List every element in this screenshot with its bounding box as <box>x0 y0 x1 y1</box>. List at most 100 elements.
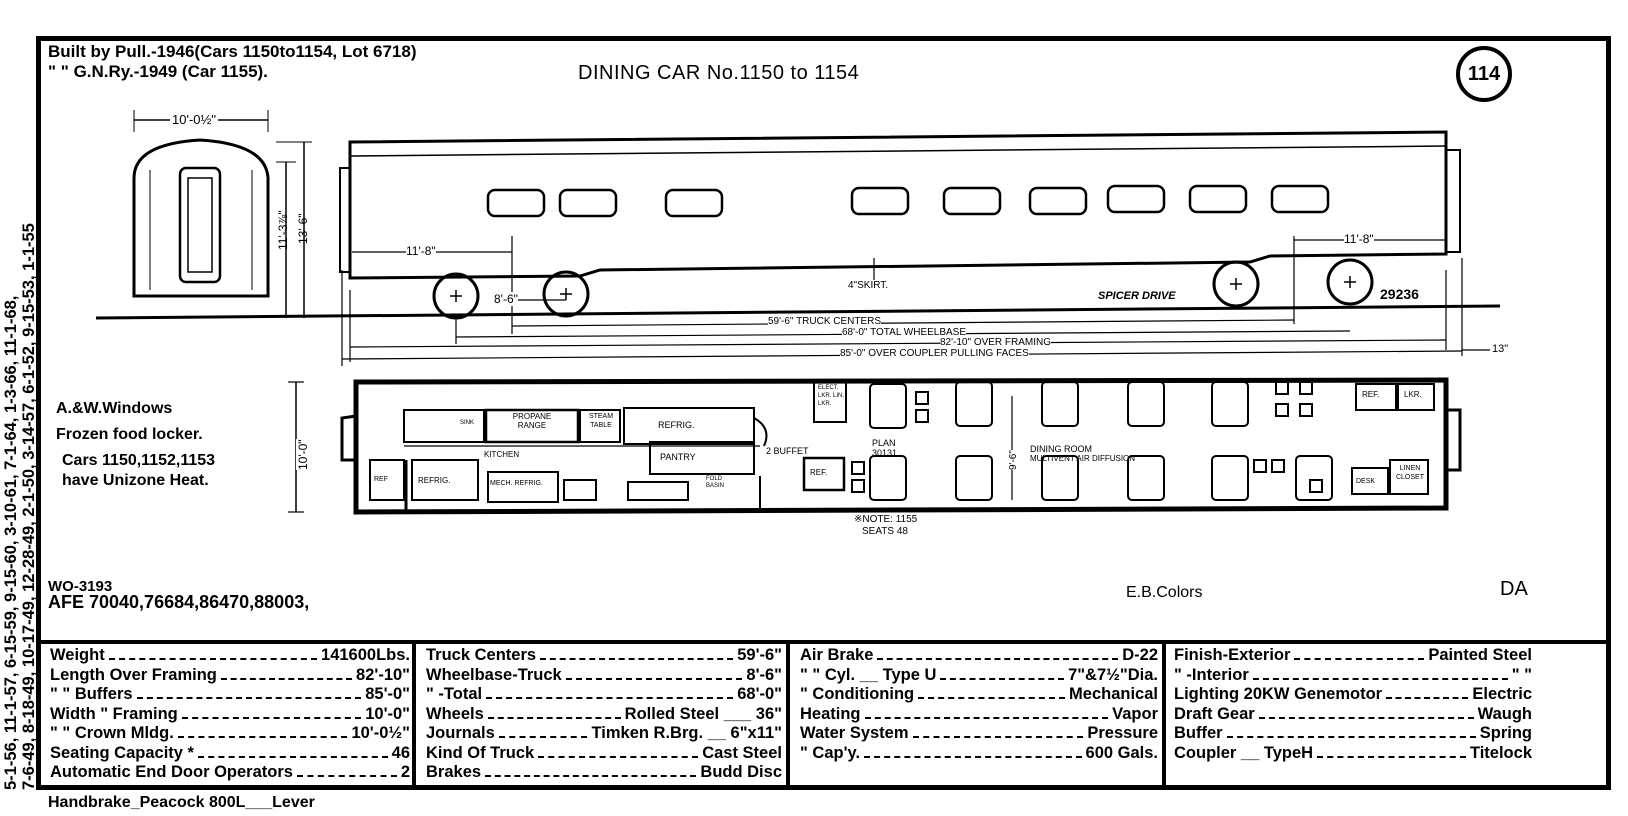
propane-range-label: PROPANE RANGE <box>512 412 552 430</box>
spec-label: " " Cyl. __ Type U <box>800 665 937 684</box>
spec-leader <box>1317 755 1466 758</box>
spec-value: Pressure <box>1087 724 1158 742</box>
spec-label: Weight <box>50 646 105 664</box>
spec-value: Spring <box>1479 724 1532 742</box>
spec-value: Cast Steel <box>702 743 782 762</box>
spec-leader <box>940 677 1065 680</box>
sheet-number-badge: 114 <box>1456 46 1512 102</box>
pantry-label: PANTRY <box>660 452 696 462</box>
spec-label: Buffer <box>1174 724 1223 742</box>
note-cars: Cars 1150,1152,1153 <box>62 452 216 469</box>
spec-leader <box>486 697 734 699</box>
spec-value: 7"&7½"Dia. <box>1068 665 1158 684</box>
spec-label: Heating <box>800 704 861 723</box>
spec-leader <box>565 677 743 680</box>
spec-leader <box>487 716 621 719</box>
spec-label: Wheels <box>426 704 484 723</box>
spec-value: Rolled Steel ___ 36" <box>624 704 782 723</box>
spec-label: Automatic End Door Operators <box>50 763 293 781</box>
spec-row: Draft Gear Waugh <box>1174 705 1532 724</box>
spec-leader <box>864 755 1082 758</box>
overhang-dimension: 13" <box>1492 343 1509 355</box>
spec-column-4: Finish-Exterior Painted Steel " -Interior"… <box>1168 646 1532 786</box>
spec-label: " " Crown Mldg. <box>50 724 174 742</box>
plan-inner-width: 9'-6" <box>1008 450 1019 470</box>
spec-label: " Cap'y. <box>800 743 861 762</box>
end-view-door <box>178 166 222 284</box>
fold-basin-label: FOLD BASIN <box>706 476 725 489</box>
spec-leader <box>1386 697 1469 699</box>
spec-leader <box>918 697 1066 699</box>
spec-label: Wheelbase-Truck <box>426 665 562 684</box>
floor-plan-outline <box>353 377 1449 515</box>
spec-value: Mechanical <box>1069 685 1158 703</box>
end-view-height-1: 11'-3⅞" <box>276 210 290 250</box>
spec-leader <box>177 736 348 738</box>
spec-label: Lighting 20KW Genemotor <box>1174 685 1383 703</box>
spec-leader <box>540 658 734 660</box>
end-view-outline <box>132 138 270 298</box>
spec-leader <box>864 716 1109 719</box>
spec-leader <box>296 775 397 777</box>
lkr-right-label: LKR. <box>1404 390 1422 399</box>
spec-row: " -Interior" " <box>1174 666 1532 685</box>
drawing-number: 29236 <box>1380 286 1419 302</box>
spec-value: 600 Gals. <box>1085 743 1158 762</box>
spec-value: D-22 <box>1122 646 1158 664</box>
spec-row: Automatic End Door Operators 2 <box>50 763 410 782</box>
spec-label: Draft Gear <box>1174 704 1255 723</box>
spec-row: Seating Capacity *46 <box>50 744 410 763</box>
spec-value: 68'-0" <box>737 685 782 703</box>
spec-value: Painted Steel <box>1428 646 1532 664</box>
spec-row: Weight 141600Lbs. <box>50 646 410 665</box>
spec-row: Wheels Rolled Steel ___ 36" <box>426 705 782 724</box>
car-body-elevation <box>348 130 1448 280</box>
spec-value: " " <box>1511 665 1532 684</box>
spec-value: 141600Lbs. <box>321 646 410 664</box>
ref-small-label: REF <box>374 476 388 483</box>
spec-value: Titelock <box>1469 743 1532 762</box>
spec-leader <box>498 736 588 738</box>
car-drawing <box>95 110 1501 515</box>
spec-value: Waugh <box>1477 704 1532 723</box>
desk-label: DESK <box>1356 478 1376 485</box>
spec-leader <box>1258 716 1474 719</box>
note-windows: A.&W.Windows <box>56 400 173 417</box>
spec-label: Finish-Exterior <box>1174 646 1291 664</box>
page-title: DINING CAR No.1150 to 1154 <box>578 62 860 84</box>
lockers-label: ELECT. LKR. LIN. LKR. <box>818 385 845 407</box>
spec-leader <box>538 755 699 758</box>
plan-label: PLAN <box>872 438 896 448</box>
spec-row: " " Crown Mldg.10'-0½" <box>50 724 410 743</box>
spec-label: Truck Centers <box>426 646 537 664</box>
spec-label: Length Over Framing <box>50 665 217 684</box>
spec-leader <box>197 755 388 758</box>
end-view-height-2: 13'-6" <box>296 213 310 244</box>
spec-leader <box>181 716 362 719</box>
seating-note-2: SEATS 48 <box>862 526 908 537</box>
spicer-drive-label: SPICER DRIVE <box>1098 290 1176 302</box>
spec-value: Timken R.Brg. __ 6"x11" <box>591 724 782 742</box>
spec-value: 2 <box>400 763 410 781</box>
spec-divider-1 <box>412 640 416 790</box>
spec-row: " " Cyl. __ Type U 7"&7½"Dia. <box>800 666 1158 685</box>
spec-label: Brakes <box>426 763 482 781</box>
afe-numbers: AFE 70040,76684,86470,88003, <box>48 592 310 612</box>
steam-table-label: STEAM TABLE <box>588 413 614 429</box>
spec-leader <box>136 697 362 699</box>
over-coupler-dimension: 85'-0" OVER COUPLER PULLING FACES <box>840 348 1029 359</box>
ref-right-label: REF. <box>1362 390 1380 399</box>
spec-label: Width " Framing <box>50 704 178 723</box>
